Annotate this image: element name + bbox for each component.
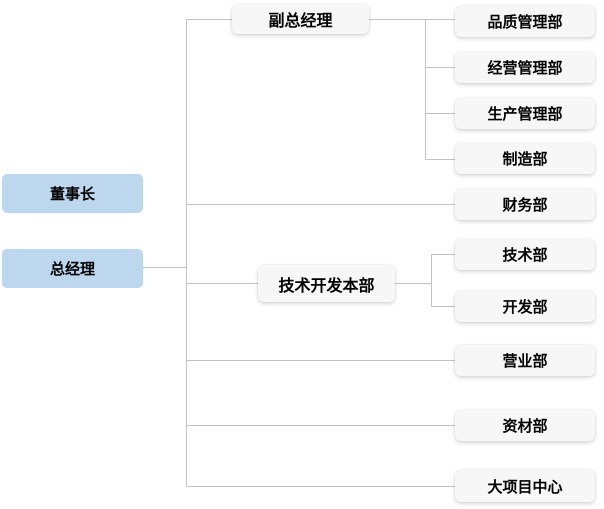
connector-branch-sales xyxy=(186,360,455,361)
node-major-projects: 大项目中心 xyxy=(455,470,595,502)
connector-branch-development xyxy=(431,306,455,307)
node-deputy-gm: 副总经理 xyxy=(232,4,369,34)
node-finance-label: 财务部 xyxy=(502,196,548,214)
node-business-mgmt-label: 经营管理部 xyxy=(487,59,563,77)
node-chairman: 董事长 xyxy=(2,174,143,213)
node-general-manager: 总经理 xyxy=(2,249,143,288)
connector-branch-materials xyxy=(186,425,455,426)
connector-techdev-vertical xyxy=(431,254,432,307)
node-technology: 技术部 xyxy=(455,239,595,270)
node-development: 开发部 xyxy=(455,291,595,322)
node-production-mgmt-label: 生产管理部 xyxy=(487,105,563,123)
node-tech-dev-hq: 技术开发本部 xyxy=(258,265,395,302)
node-business-mgmt: 经营管理部 xyxy=(455,52,595,83)
node-quality-mgmt: 品质管理部 xyxy=(455,6,595,37)
node-manufacturing: 制造部 xyxy=(455,143,595,174)
node-materials: 资材部 xyxy=(455,410,595,441)
connector-branch-major-projects xyxy=(186,486,455,487)
node-deputy-gm-label: 副总经理 xyxy=(268,11,333,30)
connector-branch-business xyxy=(425,67,455,68)
node-production-mgmt: 生产管理部 xyxy=(455,98,595,129)
connector-branch-manufacturing xyxy=(425,159,455,160)
node-chairman-label: 董事长 xyxy=(49,185,95,203)
node-development-label: 开发部 xyxy=(502,298,548,316)
node-general-manager-label: 总经理 xyxy=(49,260,95,278)
node-finance: 财务部 xyxy=(455,189,595,220)
node-sales-label: 营业部 xyxy=(502,352,548,370)
connector-deputy-vertical xyxy=(425,19,426,160)
node-technology-label: 技术部 xyxy=(502,246,548,264)
connector-branch-technology xyxy=(431,254,455,255)
node-tech-dev-hq-label: 技术开发本部 xyxy=(278,275,375,295)
connector-gm-to-trunk xyxy=(143,267,186,268)
connector-branch-finance xyxy=(186,204,455,205)
node-manufacturing-label: 制造部 xyxy=(502,150,548,168)
connector-branch-production xyxy=(425,113,455,114)
node-quality-mgmt-label: 品质管理部 xyxy=(487,13,563,31)
node-sales: 营业部 xyxy=(455,345,595,376)
node-materials-label: 资材部 xyxy=(502,417,548,435)
node-major-projects-label: 大项目中心 xyxy=(487,477,563,496)
connector-trunk-vertical xyxy=(186,19,187,487)
